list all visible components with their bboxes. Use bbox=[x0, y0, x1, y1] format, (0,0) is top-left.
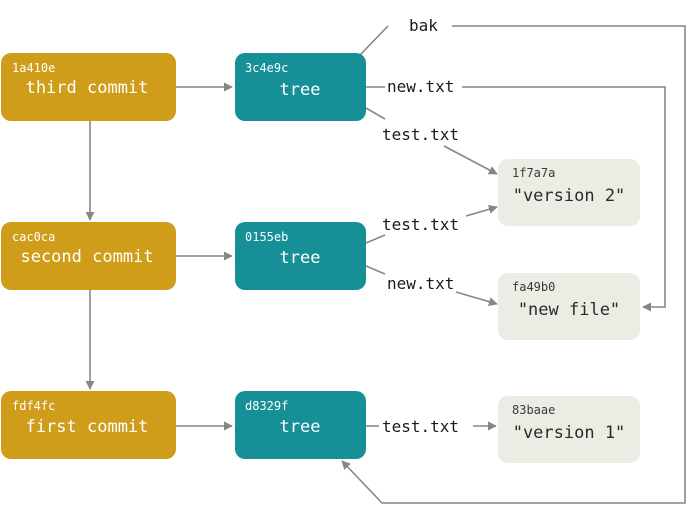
tree-hash: d8329f bbox=[245, 399, 288, 413]
edge-bak-route bbox=[341, 25, 686, 504]
tree-box bbox=[235, 391, 366, 459]
commit-node-third: 1a410e third commit bbox=[1, 53, 176, 121]
tree-node-0155eb: 0155eb tree bbox=[235, 222, 366, 290]
blob-box bbox=[498, 396, 640, 463]
blob-hash: 83baae bbox=[512, 403, 555, 417]
tree-node-3c4e9c: 3c4e9c tree bbox=[235, 53, 366, 121]
edge-t1-test-stub bbox=[365, 107, 386, 120]
blob-content: "new file" bbox=[518, 300, 620, 320]
commit-box bbox=[1, 53, 176, 121]
commit-box bbox=[1, 391, 176, 459]
commit-hash: fdf4fc bbox=[12, 399, 55, 413]
blob-box bbox=[498, 273, 640, 340]
edge-label-t1-test: test.txt bbox=[382, 125, 459, 144]
tree-hash: 3c4e9c bbox=[245, 61, 288, 75]
blob-content: "version 1" bbox=[513, 423, 626, 443]
blob-box bbox=[498, 159, 640, 226]
commit-box bbox=[1, 222, 176, 290]
tree-hash: 0155eb bbox=[245, 230, 288, 244]
commit-hash: cac0ca bbox=[12, 230, 55, 244]
blob-hash: fa49b0 bbox=[512, 280, 555, 294]
tree-label: tree bbox=[280, 417, 321, 437]
blob-content: "version 2" bbox=[513, 186, 626, 206]
tree-label: tree bbox=[280, 80, 321, 100]
edge-t2-test-stub bbox=[365, 234, 386, 244]
edge-label-t2-test: test.txt bbox=[382, 215, 459, 234]
tree-box bbox=[235, 53, 366, 121]
commit-label: first commit bbox=[26, 417, 149, 437]
edge-labels: bak new.txt test.txt test.txt new.txt te… bbox=[382, 16, 459, 436]
tree-node-d8329f: d8329f tree bbox=[235, 391, 366, 459]
commit-node-first: fdf4fc first commit bbox=[1, 391, 176, 459]
edge-t2-test-route bbox=[465, 204, 498, 217]
edge-t2-new-route bbox=[455, 291, 498, 307]
edge-label-t3-test: test.txt bbox=[382, 417, 459, 436]
edge-bak-upper bbox=[359, 25, 389, 56]
commit-node-second: cac0ca second commit bbox=[1, 222, 176, 290]
blob-node-fa49b0: fa49b0 "new file" bbox=[498, 273, 640, 340]
blob-node-1f7a7a: 1f7a7a "version 2" bbox=[498, 159, 640, 226]
edge-label-t1-new: new.txt bbox=[387, 77, 454, 96]
tree-box bbox=[235, 222, 366, 290]
commit-hash: 1a410e bbox=[12, 61, 55, 75]
edges bbox=[85, 25, 686, 504]
edge-t1-new-route bbox=[462, 86, 666, 312]
blob-hash: 1f7a7a bbox=[512, 166, 555, 180]
edge-t2-new-stub bbox=[365, 265, 386, 275]
edge-label-bak: bak bbox=[409, 16, 438, 35]
commit-label: second commit bbox=[20, 247, 153, 267]
edge-t1-test-route bbox=[443, 145, 498, 175]
commit-label: third commit bbox=[26, 78, 149, 98]
blob-node-83baae: 83baae "version 1" bbox=[498, 396, 640, 463]
tree-label: tree bbox=[280, 248, 321, 268]
edge-label-t2-new: new.txt bbox=[387, 274, 454, 293]
